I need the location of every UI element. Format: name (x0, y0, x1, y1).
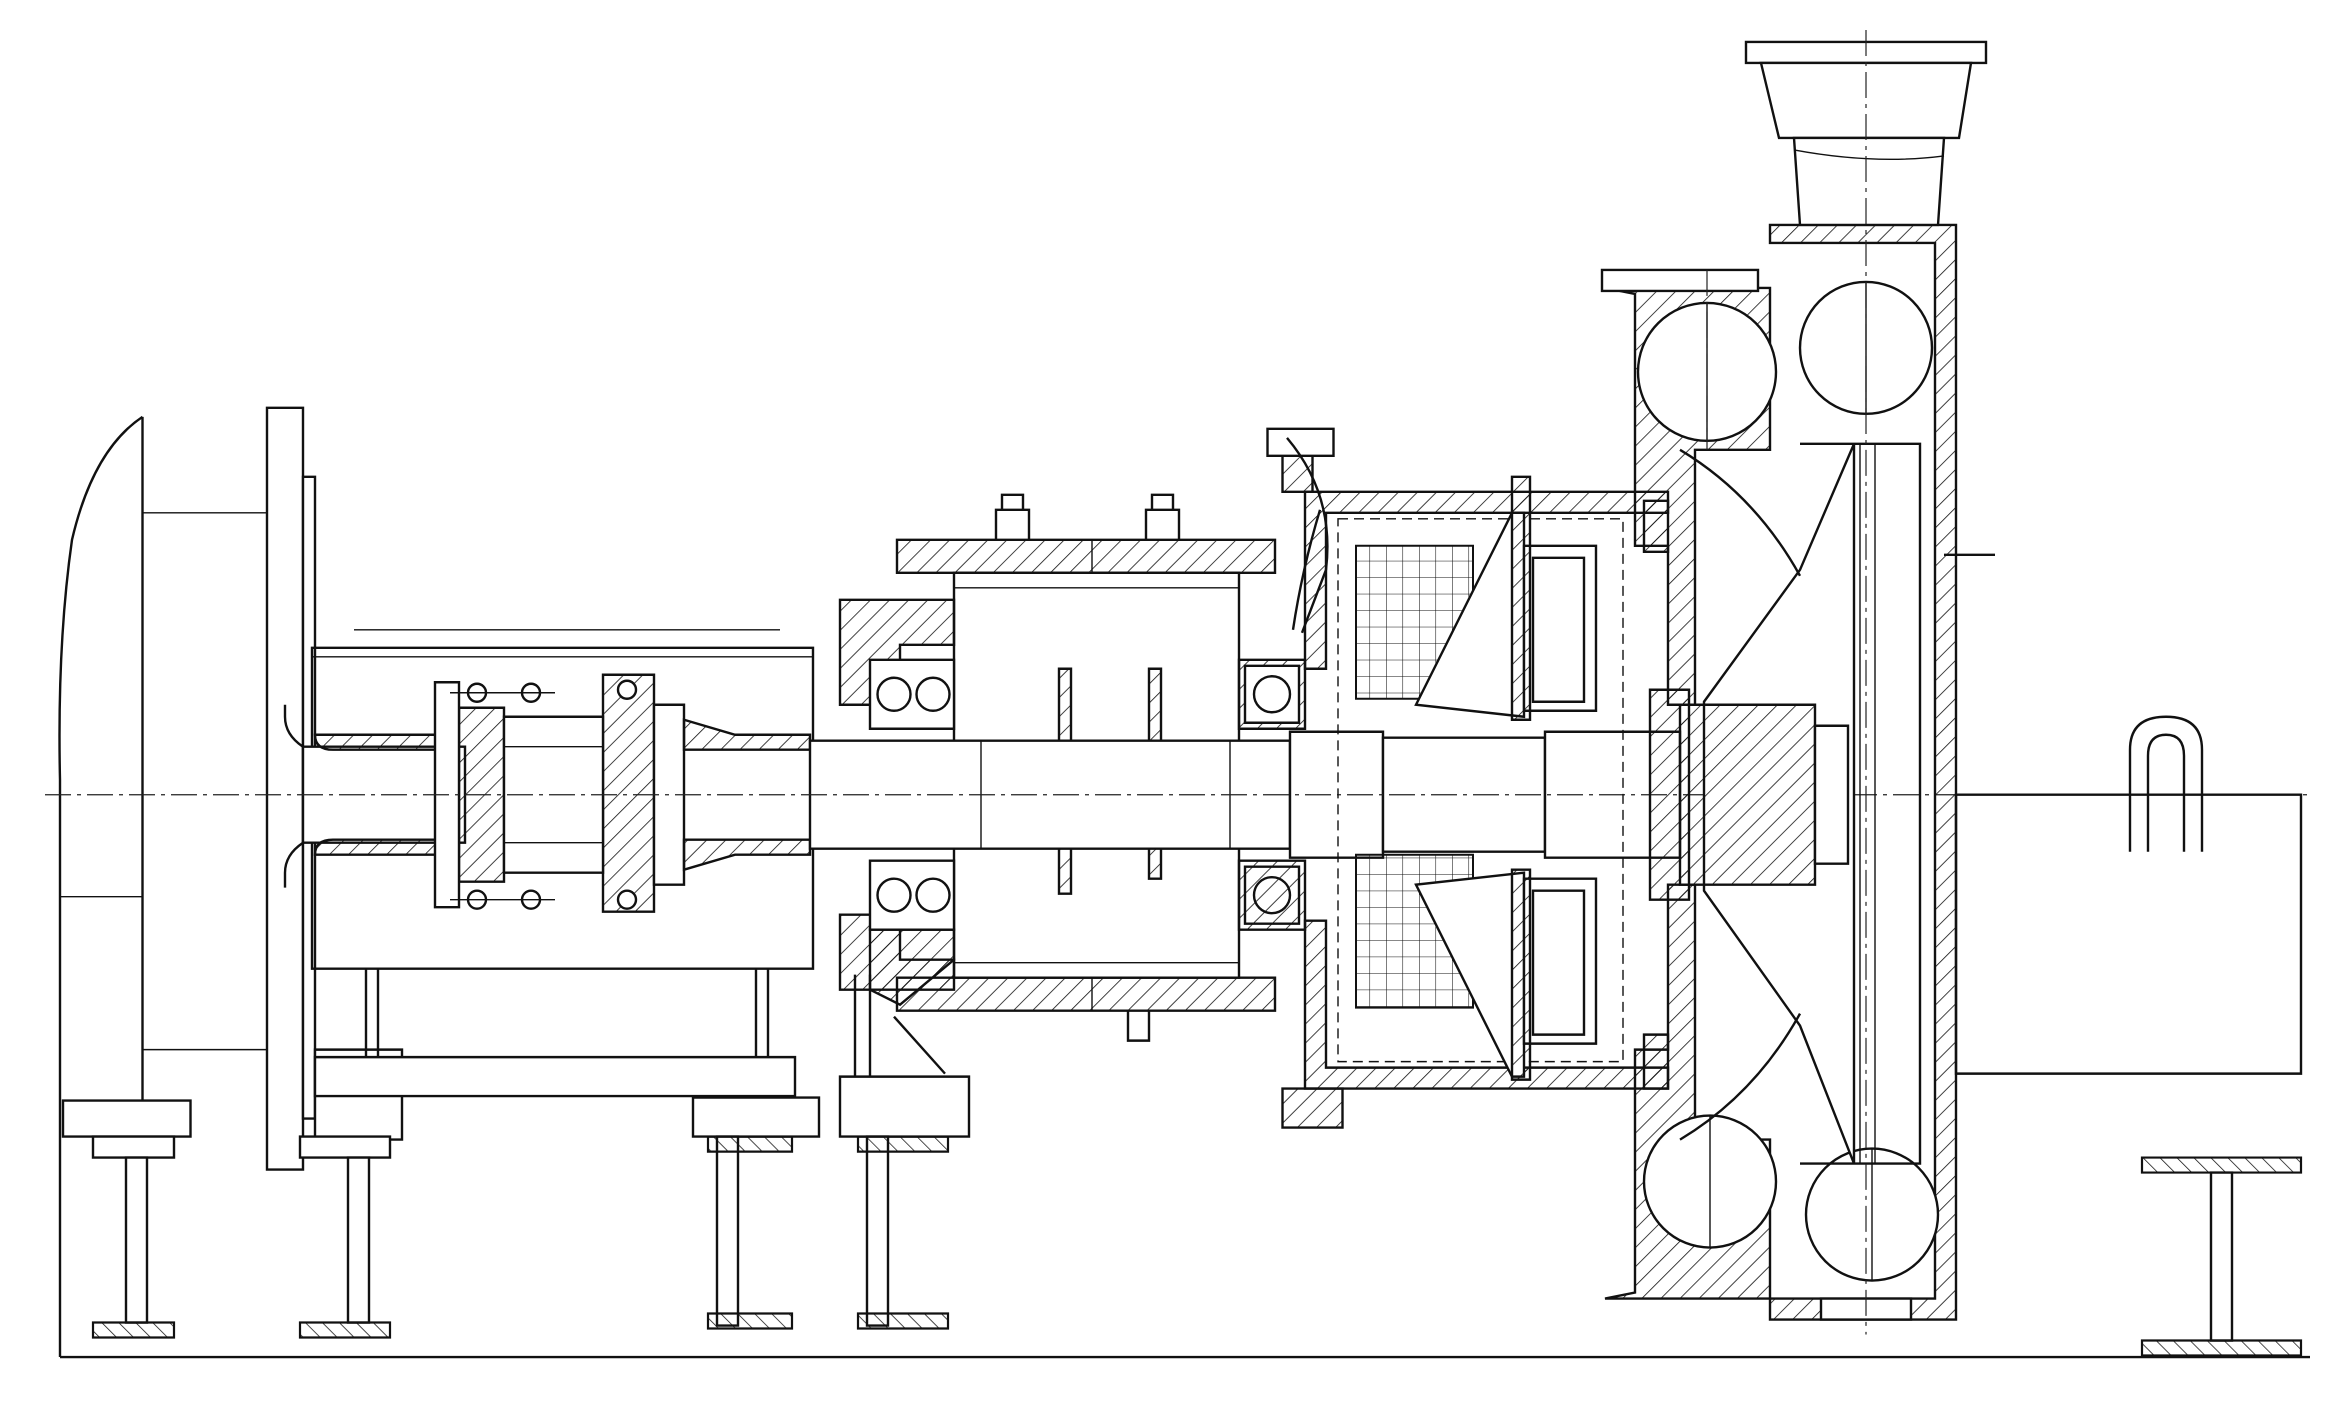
discharge-nozzle (1746, 30, 1986, 450)
flexible-coupling (435, 675, 810, 912)
seal-housing (1268, 429, 1669, 1128)
base-channel-left (93, 1137, 390, 1338)
base-channel-middle (693, 1098, 948, 1329)
suction-pipe (1944, 555, 2301, 1074)
motor-frame-left (60, 417, 268, 1357)
coupling-guard (312, 630, 813, 1096)
bearing-housing (840, 495, 1305, 1137)
base-channel-right (2142, 1158, 2301, 1356)
impeller (1650, 444, 1854, 1164)
